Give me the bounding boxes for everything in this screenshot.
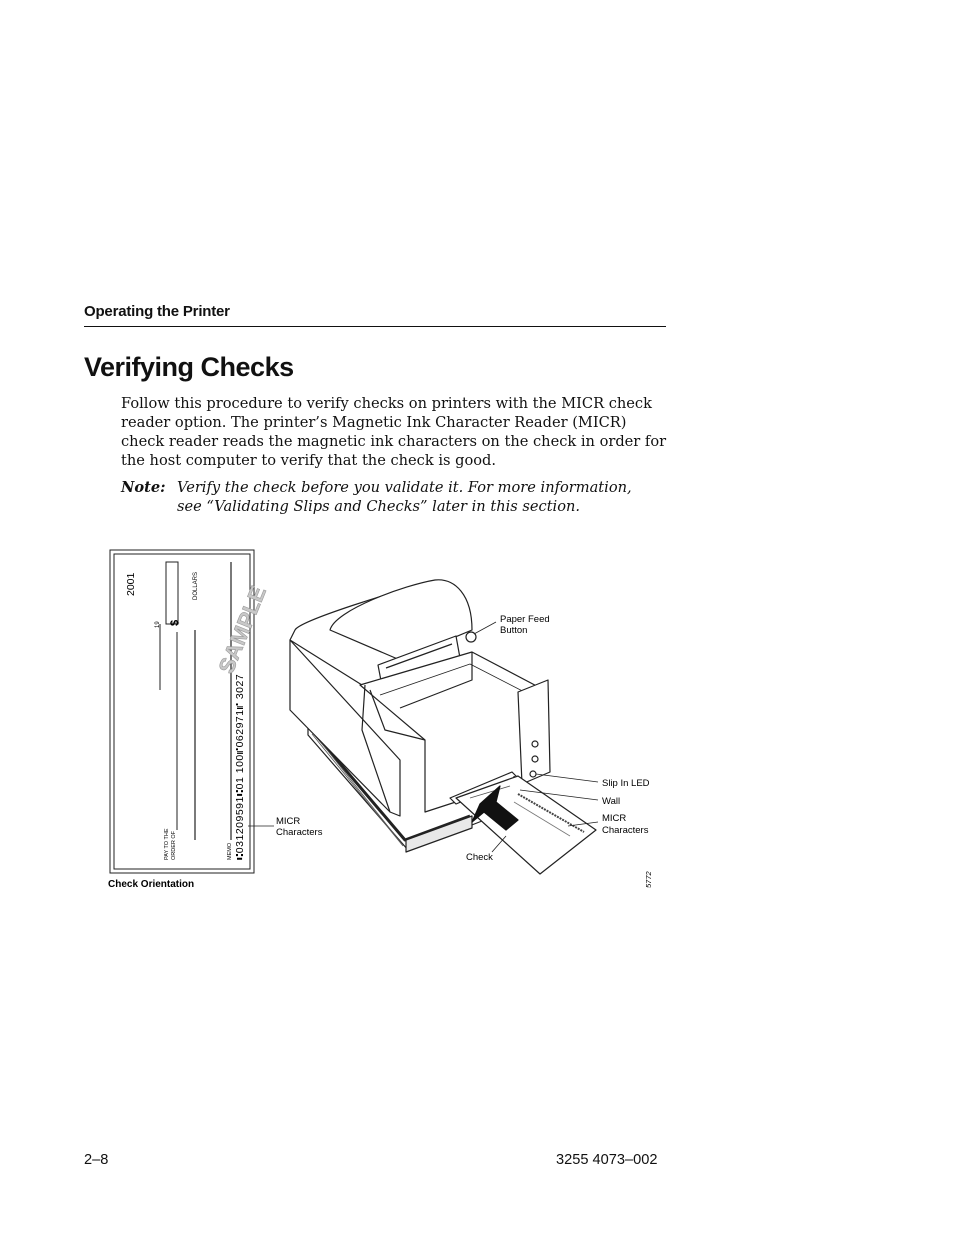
printer-base-right	[405, 815, 473, 853]
check-verification-figure: 2001 19 $ DOLLARS PAY TO THE ORDER OF ME…	[108, 549, 653, 890]
printer-right-side	[517, 679, 551, 785]
leader-paper-feed	[473, 621, 497, 635]
callout-paper-feed-line1: Paper Feed	[500, 614, 550, 625]
callout-check: Check	[466, 852, 493, 863]
header-rule	[84, 326, 666, 327]
section-title: Verifying Checks	[84, 352, 294, 382]
callout-micr-left-line2: Characters	[276, 827, 323, 838]
body-paragraph: Follow this procedure to verify checks o…	[121, 395, 667, 469]
printer-illustration	[289, 579, 597, 875]
check-pay-to-line1: PAY TO THE	[164, 828, 170, 860]
slip-in-led	[529, 770, 537, 778]
check-memo-label: MEMO	[227, 842, 233, 860]
check-inner-border	[113, 553, 251, 870]
leader-slip-in-led	[535, 773, 599, 783]
callout-micr-right-line1: MICR	[602, 813, 626, 824]
note-text: Verify the check before you validate it.…	[177, 479, 632, 515]
leader-check	[491, 835, 507, 853]
note-label: Note:	[121, 479, 166, 496]
figure-number: 5772	[644, 870, 653, 888]
callout-paper-feed-line2: Button	[500, 625, 527, 636]
check-micr-line: ⑆031209591⑆01 100⑈062971⑈ 3027	[234, 674, 246, 860]
callout-wall: Wall	[602, 796, 620, 807]
document-number: 3255 4073–002	[556, 1152, 658, 1168]
check-year: 2001	[125, 572, 137, 596]
check-dollar-sign: $	[169, 620, 181, 626]
callout-slip-in-led: Slip In LED	[602, 778, 650, 789]
leader-micr-right	[567, 821, 599, 827]
check-dollars-label: DOLLARS	[193, 572, 199, 600]
insert-arrow	[471, 785, 519, 831]
paper-feed-button	[465, 631, 477, 643]
callout-micr-left-line1: MICR	[276, 816, 300, 827]
check-amount-box	[165, 561, 179, 625]
printer-top-cover	[329, 579, 473, 661]
page-number: 2–8	[84, 1152, 109, 1168]
callout-micr-right-line2: Characters	[602, 825, 649, 836]
leader-wall	[519, 789, 599, 801]
printer-front-lower	[289, 639, 401, 817]
check-orientation-diagram: 2001 19 $ DOLLARS PAY TO THE ORDER OF ME…	[109, 549, 271, 874]
running-head: Operating the Printer	[84, 303, 230, 320]
figure-caption-check-orientation: Check Orientation	[108, 879, 194, 890]
check-date-prefix: 19	[155, 621, 161, 628]
check-pay-to-line2: ORDER OF	[171, 830, 177, 860]
